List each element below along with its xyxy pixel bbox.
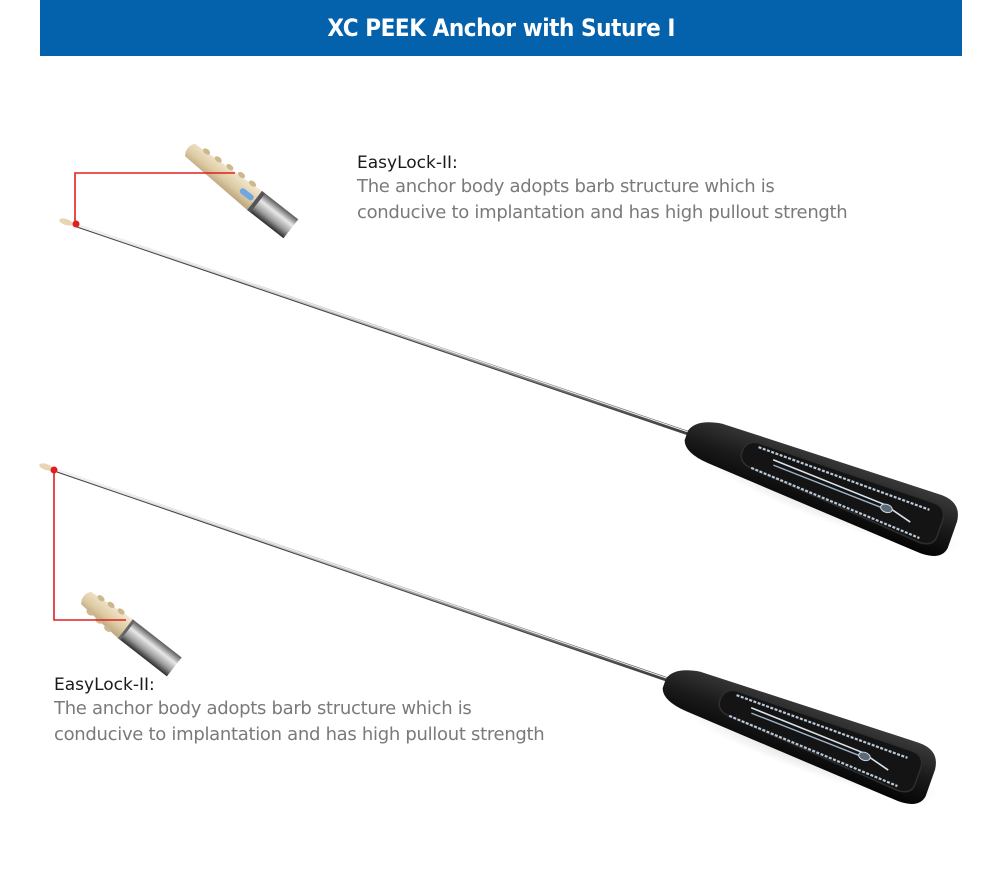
page-title: XC PEEK Anchor with Suture I [327,14,675,42]
inserter-1 [59,143,962,556]
callout-description-line: conducive to implantation and has high p… [357,202,848,223]
callout-description-line: conducive to implantation and has high p… [54,724,545,745]
callout-title: EasyLock-II: [357,153,458,173]
callout-description-line: The anchor body adopts barb structure wh… [54,698,472,719]
handle-1 [684,422,958,556]
callout-description-line: The anchor body adopts barb structure wh… [357,176,775,197]
inserter-2 [39,463,940,804]
leader-dot-2 [50,466,58,474]
callout-easylock-2: EasyLock-II: The anchor body adopts barb… [54,674,614,748]
callout-title: EasyLock-II: [54,675,155,695]
anchor-detail-2 [81,591,182,677]
leader-dot-1 [72,220,80,228]
header-banner: XC PEEK Anchor with Suture I [40,0,962,56]
handle-2 [662,670,936,804]
callout-easylock-1: EasyLock-II: The anchor body adopts barb… [357,152,917,226]
anchor-detail-1 [185,143,299,239]
leader-line-1 [74,172,235,221]
leader-line-2 [53,472,126,621]
